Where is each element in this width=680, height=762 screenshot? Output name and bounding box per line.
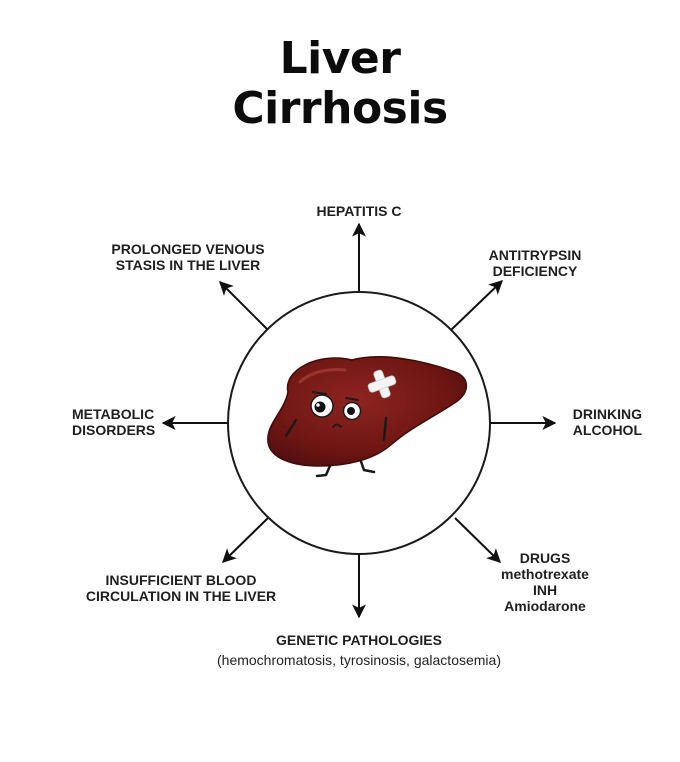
label-metabolic-disorders: METABOLIC DISORDERS [72, 406, 156, 438]
label-genetic-pathologies: GENETIC PATHOLOGIES [276, 632, 442, 648]
label-antitrypsin-deficiency: ANTITRYPSIN DEFICIENCY [488, 247, 582, 279]
title-line-1: Liver [279, 33, 401, 84]
label-prolonged-venous-stasis: PROLONGED VENOUS STASIS IN THE LIVER [111, 241, 265, 273]
arrow-top-left [219, 281, 269, 331]
label-hepatitis-c: HEPATITIS C [316, 203, 402, 219]
label-insufficient-blood-circulation: INSUFFICIENT BLOOD CIRCULATION IN THE LI… [85, 572, 277, 604]
arrow-top-right [450, 280, 504, 331]
liver-character-icon [267, 356, 468, 478]
label-drugs: DRUGS methotrexate INH Amiodarone [501, 550, 589, 614]
title-line-2: Cirrhosis [232, 83, 448, 134]
label-genetic-pathologies-detail: (hemochromatosis, tyrosinosis, galactose… [217, 652, 501, 668]
label-drinking-alcohol: DRINKING ALCOHOL [572, 406, 642, 438]
arrow-bottom-right [454, 517, 502, 563]
arrow-bottom-left [221, 517, 269, 563]
